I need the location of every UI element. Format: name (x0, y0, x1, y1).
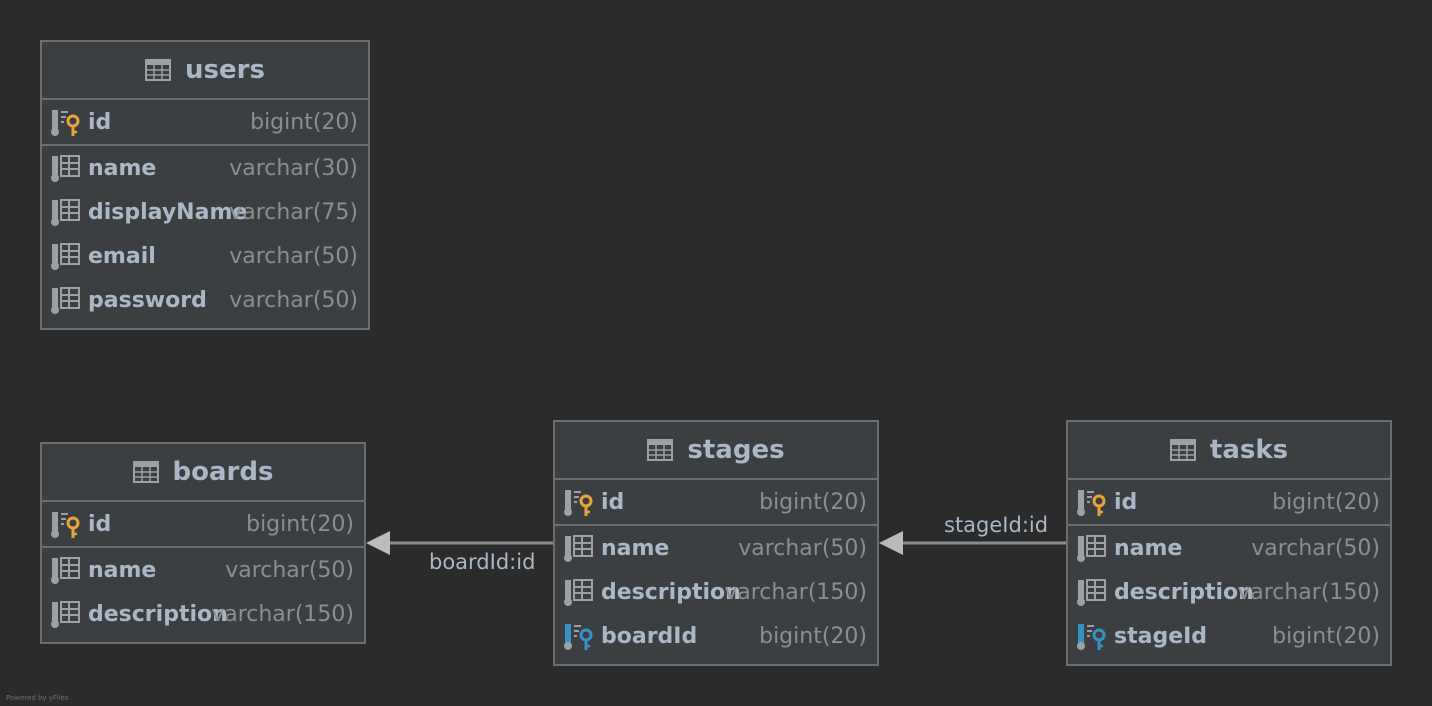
column-icon (50, 240, 82, 272)
column-row[interactable]: id bigint(20) (1068, 480, 1390, 526)
column-name: name (88, 557, 157, 583)
column-name: id (1114, 489, 1138, 515)
column-name: name (601, 535, 670, 561)
arrow-head-icon (879, 531, 903, 555)
column-icon (50, 598, 82, 630)
table-header[interactable]: stages (555, 422, 877, 480)
column-type: varchar(50) (229, 287, 358, 313)
column-row[interactable]: name varchar(50) (1068, 526, 1390, 570)
table-header[interactable]: boards (42, 444, 364, 502)
column-name: name (88, 155, 157, 181)
column-name: description (601, 579, 741, 605)
column-row[interactable]: boardId bigint(20) (555, 614, 877, 658)
table-title: tasks (1209, 435, 1289, 465)
column-row[interactable]: id bigint(20) (42, 100, 368, 146)
table-header[interactable]: tasks (1068, 422, 1390, 480)
table-header[interactable]: users (42, 42, 368, 100)
column-icon (563, 532, 595, 564)
column-type: bigint(20) (250, 109, 358, 135)
column-row[interactable]: name varchar(30) (42, 146, 368, 190)
column-row[interactable]: name varchar(50) (42, 548, 364, 592)
column-type: varchar(50) (1251, 535, 1380, 561)
table-users[interactable]: users id bigint(20) name varchar(30) displayN… (40, 40, 370, 330)
column-type: varchar(50) (225, 557, 354, 583)
table-grid-icon (647, 439, 674, 461)
column-type: varchar(50) (229, 243, 358, 269)
column-name: id (601, 489, 625, 515)
column-row[interactable]: email varchar(50) (42, 234, 368, 278)
column-type: varchar(75) (229, 199, 358, 225)
column-type: varchar(50) (738, 535, 867, 561)
column-row[interactable]: password varchar(50) (42, 278, 368, 322)
table-boards[interactable]: boards id bigint(20) name varchar(50) descrip… (40, 442, 366, 644)
column-name: description (88, 601, 228, 627)
column-type: bigint(20) (246, 511, 354, 537)
column-type: bigint(20) (759, 623, 867, 649)
column-name: id (88, 511, 112, 537)
column-name: password (88, 287, 207, 313)
table-stages[interactable]: stages id bigint(20) name varchar(50) descrip… (553, 420, 879, 666)
relation-label-stageId: stageId:id (944, 513, 1049, 537)
column-row[interactable]: id bigint(20) (555, 480, 877, 526)
column-icon (50, 152, 82, 184)
table-title: users (185, 55, 265, 85)
column-name: boardId (601, 623, 698, 649)
column-type: varchar(30) (229, 155, 358, 181)
relation-stages-boards (366, 531, 553, 555)
table-title: stages (687, 435, 785, 465)
foreign-key-icon (1076, 620, 1108, 652)
column-icon (1076, 532, 1108, 564)
column-name: name (1114, 535, 1183, 561)
column-type: bigint(20) (759, 489, 867, 515)
column-name: stageId (1114, 623, 1208, 649)
primary-key-icon (1076, 486, 1108, 518)
table-grid-icon (1169, 439, 1196, 461)
column-icon (563, 576, 595, 608)
column-type: varchar(150) (211, 601, 354, 627)
arrow-head-icon (366, 531, 390, 555)
foreign-key-icon (563, 620, 595, 652)
column-icon (50, 196, 82, 228)
relation-label-boardId: boardId:id (429, 550, 536, 574)
column-icon (1076, 576, 1108, 608)
column-name: displayName (88, 199, 248, 225)
table-grid-icon (132, 461, 159, 483)
primary-key-icon (50, 508, 82, 540)
column-icon (50, 284, 82, 316)
column-name: email (88, 243, 156, 269)
primary-key-icon (563, 486, 595, 518)
powered-by-footer: Powered by yFiles (6, 694, 69, 702)
column-name: description (1114, 579, 1254, 605)
column-type: varchar(150) (1237, 579, 1380, 605)
column-name: id (88, 109, 112, 135)
relation-tasks-stages (879, 531, 1066, 555)
column-row[interactable]: name varchar(50) (555, 526, 877, 570)
column-icon (50, 554, 82, 586)
column-type: bigint(20) (1272, 623, 1380, 649)
table-tasks[interactable]: tasks id bigint(20) name varchar(50) descript… (1066, 420, 1392, 666)
column-row[interactable]: stageId bigint(20) (1068, 614, 1390, 658)
column-type: bigint(20) (1272, 489, 1380, 515)
table-title: boards (172, 457, 274, 487)
table-grid-icon (145, 59, 172, 81)
primary-key-icon (50, 106, 82, 138)
column-type: varchar(150) (724, 579, 867, 605)
column-row[interactable]: id bigint(20) (42, 502, 364, 548)
